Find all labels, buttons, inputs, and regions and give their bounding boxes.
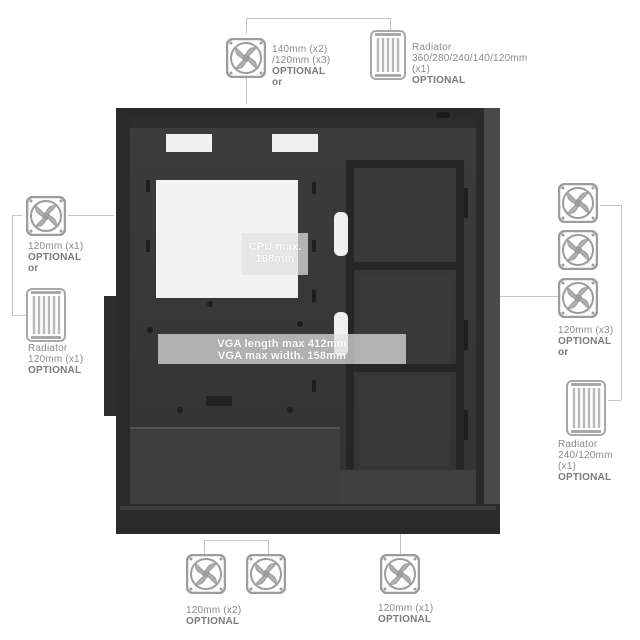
case-rear-bracket	[104, 296, 116, 416]
radiator-icon	[566, 380, 606, 436]
vga-clearance-line-2: VGA max width. 158mm	[217, 350, 347, 362]
fan-icon	[558, 183, 598, 223]
tray-slot-6	[312, 380, 316, 392]
label-line: 120mm (x3)	[558, 325, 614, 336]
standoff-2	[297, 321, 303, 327]
front-panel-slit-1	[464, 188, 468, 218]
label-optional: OPTIONAL	[378, 614, 432, 625]
vga-clearance-overlay: VGA length max 412mm VGA max width. 158m…	[158, 334, 406, 364]
fan-icon	[380, 554, 420, 594]
front-panel-slit-3	[464, 410, 468, 440]
label-line: (x1)	[412, 64, 431, 75]
drive-cage-inner-1	[360, 172, 450, 262]
standoff-4	[177, 407, 183, 413]
label-optional: OPTIONAL	[186, 616, 240, 627]
label-line: Radiator	[412, 42, 452, 53]
label-line: 240/120mm	[558, 450, 613, 461]
front-connector-vertical	[621, 205, 622, 400]
front-connector-bottom	[608, 400, 621, 401]
front-panel-slit-2	[464, 320, 468, 350]
top-connector-left	[246, 18, 247, 34]
label-optional: OPTIONAL	[558, 336, 612, 347]
label-line: 140mm (x2)	[272, 44, 328, 55]
top-io-button	[436, 112, 450, 118]
radiator-icon	[26, 288, 66, 342]
psu-shroud-front	[340, 470, 476, 504]
fan-icon	[226, 38, 266, 78]
fan-icon	[186, 554, 226, 594]
label-optional: OPTIONAL	[412, 75, 466, 86]
radiator-icon	[370, 30, 406, 80]
tray-slot-3	[312, 182, 316, 194]
label-line: (x1)	[558, 461, 577, 472]
top-cutout-left	[166, 134, 212, 152]
tray-connector	[206, 396, 232, 406]
cable-slot-1	[334, 212, 348, 256]
bottom-left-connector-left	[204, 540, 205, 554]
front-connector-top	[600, 205, 621, 206]
top-connector-horizontal	[246, 18, 390, 19]
label-optional: OPTIONAL	[28, 252, 82, 263]
top-rail	[130, 116, 476, 128]
label-line: Radiator	[28, 343, 68, 354]
drive-cage-inner-3	[360, 376, 450, 466]
case-foot-highlight	[120, 506, 496, 510]
top-connector-down	[246, 78, 247, 104]
label-line: 120mm (x1)	[378, 603, 434, 614]
vga-clearance-line-1: VGA length max 412mm	[217, 338, 347, 350]
rear-connector-bottom	[12, 315, 26, 316]
bottom-right-fan-label: 120mm (x1) OPTIONAL	[378, 603, 433, 625]
label-line: 120mm (x1)	[28, 354, 84, 365]
rear-connector-vertical	[12, 215, 13, 315]
label-line: Radiator	[558, 439, 598, 450]
psu-shroud	[130, 428, 340, 504]
standoff-1	[207, 301, 213, 307]
label-line: 120mm (x1)	[28, 241, 84, 252]
label-or: or	[28, 263, 39, 274]
front-fan-label: 120mm (x3) OPTIONAL or	[558, 325, 613, 358]
tray-slot-2	[146, 240, 150, 252]
label-line: /120mm (x3)	[272, 55, 331, 66]
front-radiator-label: Radiator 240/120mm (x1) OPTIONAL	[558, 439, 613, 483]
label-optional: OPTIONAL	[272, 66, 326, 77]
bottom-left-fan-label: 120mm (x2) OPTIONAL	[186, 605, 241, 627]
top-radiator-label: Radiator 360/280/240/140/120mm (x1) OPTI…	[412, 42, 527, 86]
front-connector-case	[500, 296, 560, 297]
top-fan-label: 140mm (x2) /120mm (x3) OPTIONAL or	[272, 44, 330, 88]
cpu-clearance-line-2: 168mm	[255, 253, 295, 265]
standoff-5	[287, 407, 293, 413]
label-line: 360/280/240/140/120mm	[412, 53, 528, 64]
rear-radiator-label: Radiator 120mm (x1) OPTIONAL	[28, 343, 83, 376]
fan-icon	[558, 278, 598, 318]
cpu-clearance-overlay: CPU max. 168mm	[242, 233, 308, 275]
fan-icon	[246, 554, 286, 594]
tray-slot-1	[146, 180, 150, 192]
cpu-clearance-line-1: CPU max.	[248, 241, 302, 253]
rear-fan-label: 120mm (x1) OPTIONAL or	[28, 241, 83, 274]
label-optional: OPTIONAL	[558, 472, 612, 483]
fan-icon	[26, 196, 66, 236]
tray-slot-4	[312, 240, 316, 252]
top-cutout-right	[272, 134, 318, 152]
tray-slot-5	[312, 290, 316, 302]
bottom-left-connector-horizontal	[204, 540, 268, 541]
rear-connector-top	[12, 215, 22, 216]
case-front-panel	[484, 108, 500, 522]
standoff-3	[147, 327, 153, 333]
case-foot	[116, 504, 500, 534]
label-or: or	[558, 347, 569, 358]
fan-icon	[558, 230, 598, 270]
label-or: or	[272, 77, 283, 88]
bottom-left-connector-right	[268, 540, 269, 554]
top-connector-right	[390, 18, 391, 32]
label-line: 120mm (x2)	[186, 605, 242, 616]
label-optional: OPTIONAL	[28, 365, 82, 376]
rear-connector-case	[68, 215, 114, 216]
